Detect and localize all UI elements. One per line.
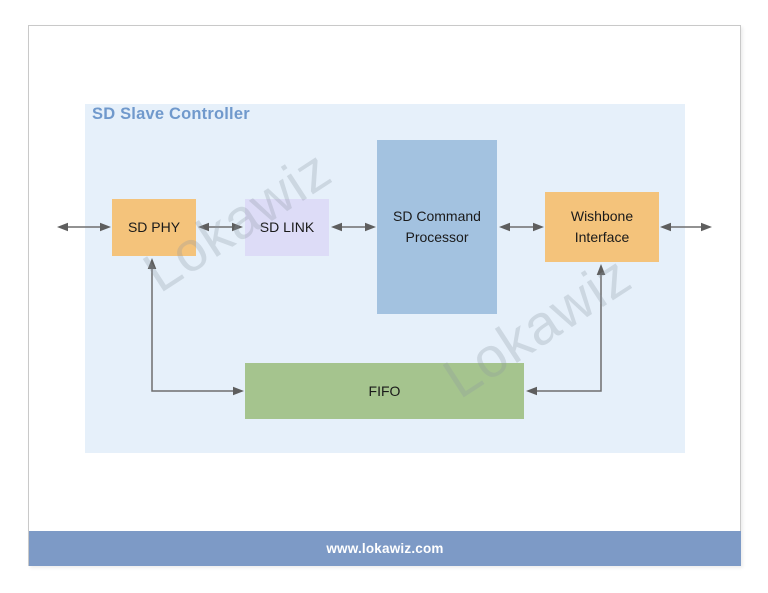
- block-fifo-label: FIFO: [368, 382, 401, 399]
- footer-url-text: www.lokawiz.com: [326, 541, 444, 556]
- block-sd-phy: SD PHY: [112, 199, 196, 256]
- block-sd-command-processor-label: SD Command Processor: [393, 208, 481, 245]
- block-sd-phy-label: SD PHY: [127, 219, 181, 235]
- block-wishbone-interface-label: Wishbone Interface: [570, 208, 634, 245]
- diagram-title: SD Slave Controller: [92, 105, 250, 123]
- block-fifo: FIFO: [245, 363, 524, 419]
- footer-bar: www.lokawiz.com: [29, 531, 741, 566]
- block-sd-link: SD LINK: [245, 199, 329, 256]
- block-sd-link-label: SD LINK: [259, 219, 315, 235]
- block-sd-command-processor: SD Command Processor: [377, 140, 497, 314]
- block-wishbone-interface: Wishbone Interface: [545, 192, 659, 262]
